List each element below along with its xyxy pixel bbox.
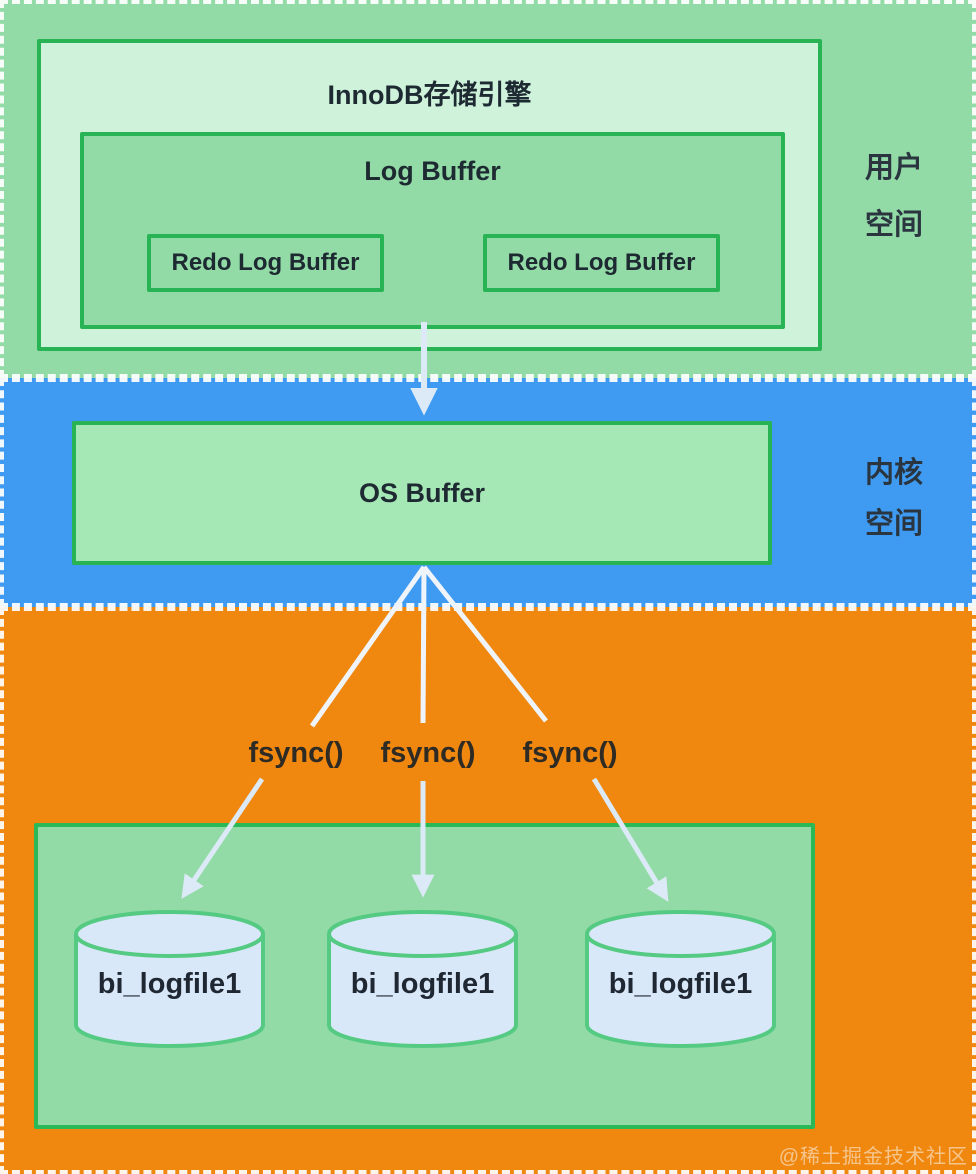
log-buffer-title: Log Buffer (364, 156, 501, 186)
redo-log-buffer-box: Redo Log Buffer (147, 234, 384, 292)
kernel-space-label: 内核 空间 (854, 448, 934, 550)
innodb-engine-box: InnoDB存储引擎 Log Buffer Redo Log Buffer Re… (37, 39, 822, 351)
innodb-engine-title: InnoDB存储引擎 (327, 80, 532, 110)
log-file-cylinder: bi_logfile1 (73, 908, 266, 1050)
user-space-section: InnoDB存储引擎 Log Buffer Redo Log Buffer Re… (0, 0, 976, 378)
os-buffer-box: OS Buffer (72, 421, 772, 565)
user-space-label-line2: 空间 (864, 209, 923, 241)
fsync-call-label: fsync() (380, 737, 476, 769)
log-file-name: bi_logfile1 (608, 968, 753, 1000)
log-file-cylinder: bi_logfile1 (326, 908, 519, 1050)
os-buffer-title: OS Buffer (358, 477, 485, 508)
database-cylinder-icon (74, 910, 265, 1048)
user-space-label: 用户 空间 (854, 140, 934, 254)
database-cylinder-icon (327, 910, 518, 1048)
log-file-name: bi_logfile1 (350, 968, 495, 1000)
kernel-space-label-line1: 内核 (864, 457, 923, 489)
watermark: @稀土掘金技术社区 (778, 1146, 968, 1168)
kernel-space-label-line2: 空间 (864, 508, 923, 540)
fsync-call-label: fsync() (522, 737, 618, 769)
redo-log-buffer-box: Redo Log Buffer (483, 234, 720, 292)
database-cylinder-icon (585, 910, 776, 1048)
user-space-label-line1: 用户 (864, 152, 923, 184)
log-buffer-box: Log Buffer Redo Log Buffer Redo Log Buff… (80, 132, 785, 329)
fsync-call-label: fsync() (248, 737, 344, 769)
log-file-cylinder: bi_logfile1 (584, 908, 777, 1050)
log-file-name: bi_logfile1 (97, 968, 242, 1000)
